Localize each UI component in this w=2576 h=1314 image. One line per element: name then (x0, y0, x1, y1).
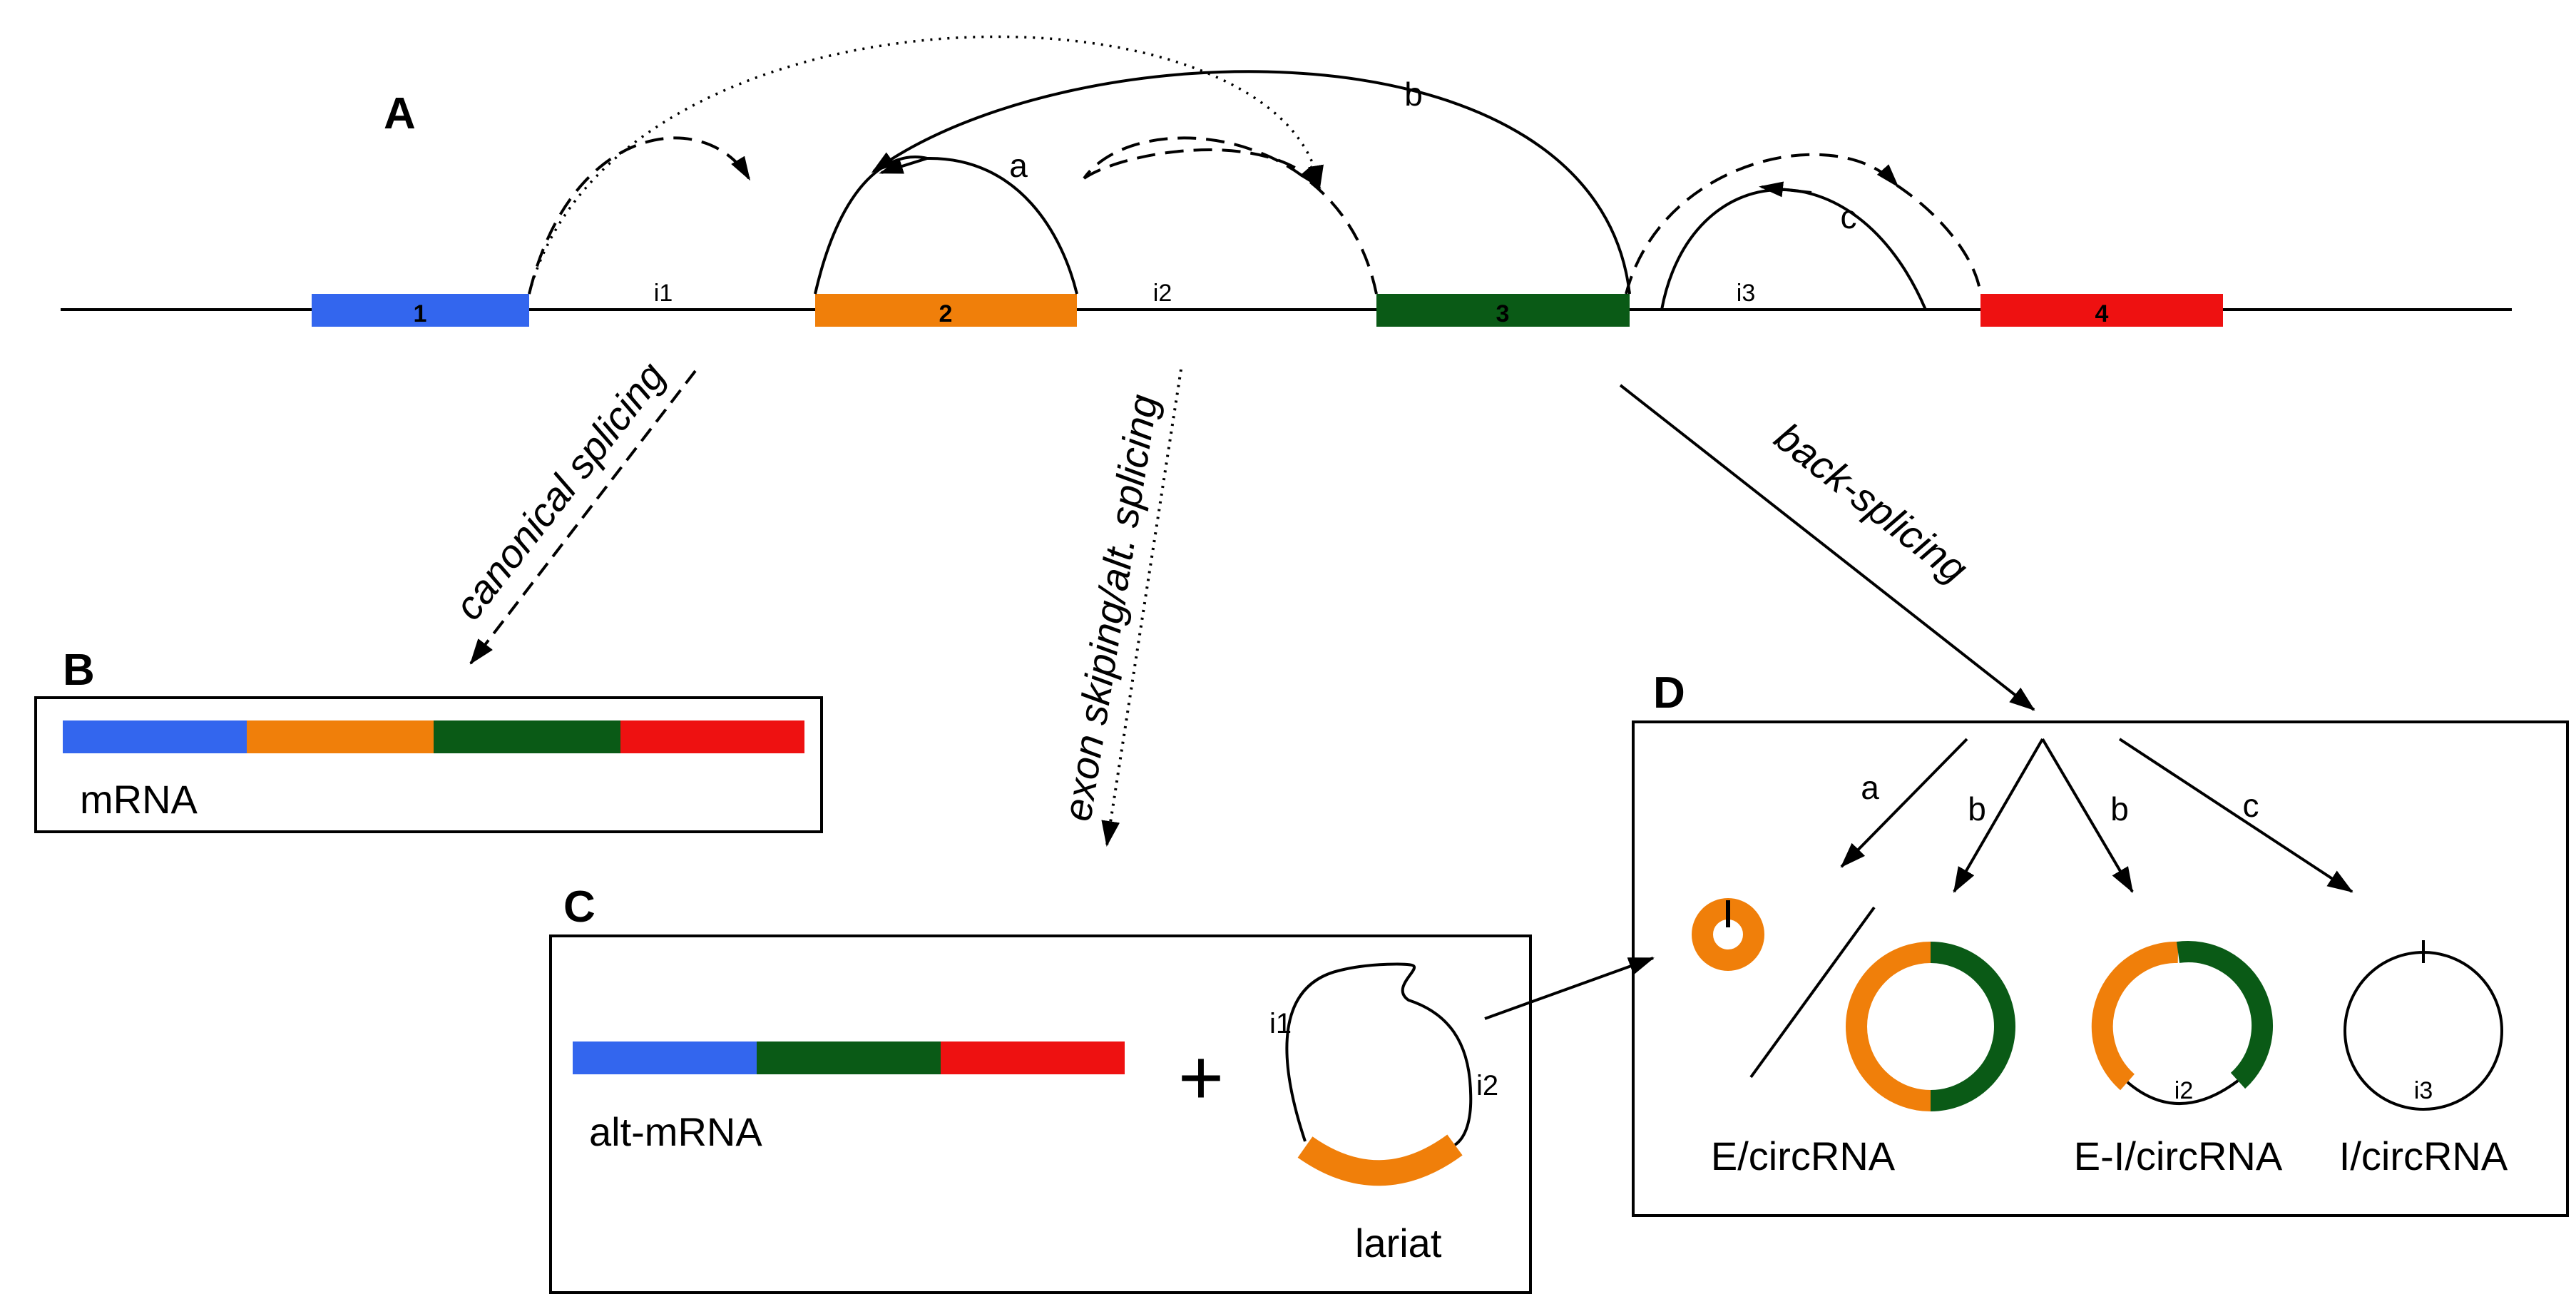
exon-3-block (1376, 294, 1630, 327)
branch-a-arrow (1840, 738, 1968, 868)
panel-label-d: D (1653, 668, 1685, 718)
back-splicing-label: back-splicing (1767, 414, 1976, 591)
canonical-arc-i3-tail (1896, 184, 1982, 295)
branch-b1-label: b (1968, 790, 1986, 827)
lariat-intron-loop (1285, 962, 1473, 1146)
exon-4-block (1980, 294, 2223, 327)
mrna-exon-4 (620, 720, 804, 753)
mrna-label: mRNA (80, 777, 198, 822)
mrna-exon-1 (63, 720, 247, 753)
eicircrna-intron-label: i2 (2174, 1077, 2193, 1104)
icircrna-intron-label: i3 (2414, 1077, 2433, 1104)
canonical-splicing-label: canonical splicing (446, 354, 674, 628)
branch-b2-label: b (2110, 790, 2129, 827)
exon-2-block (815, 294, 1077, 327)
canonical-arc-i2 (1083, 136, 1378, 295)
arc-a-label: a (1009, 147, 1028, 184)
exon-skipping-arrow (1101, 369, 1182, 847)
panel-label-c: C (563, 882, 596, 932)
ecirc-divider-slash (1749, 906, 1876, 1079)
exon-4-number: 4 (2095, 300, 2109, 327)
intron-i1-label: i1 (654, 280, 673, 307)
intron-i2-label: i2 (1153, 280, 1172, 307)
eicircrna-intron-segment (2126, 1079, 2239, 1105)
branch-a-label: a (1861, 769, 1879, 806)
alt-mrna-exon-4 (941, 1041, 1125, 1074)
panel-label-a: A (384, 89, 416, 138)
exon-1-number: 1 (414, 300, 427, 327)
eicircrna-label: E-I/circRNA (2074, 1134, 2283, 1178)
eicircrna-exon-2-arc (2091, 941, 2179, 1091)
exon-skipping-arc (528, 35, 1324, 295)
intron-i3-label: i3 (1737, 280, 1755, 307)
panel-label-b: B (63, 646, 95, 695)
branch-b2-arrow (2041, 738, 2134, 893)
canonical-splicing-arrow (469, 370, 697, 665)
backsplice-arc-b (871, 70, 1631, 295)
lariat-exon-2-segment (1297, 1134, 1463, 1186)
ecircrna-exon-3-half (1930, 942, 2015, 1111)
exon-1-block (312, 294, 529, 327)
backsplice-arc-c (1660, 188, 1927, 310)
exon-skipping-label: exon skiping/alt. splicing (1054, 392, 1166, 824)
arc-c-label: c (1841, 198, 1857, 235)
alt-mrna-exon-3 (757, 1041, 941, 1074)
mrna-exon-2 (247, 720, 434, 753)
branch-c-label: c (2243, 787, 2259, 824)
branch-c-arrow (2118, 738, 2353, 893)
panel-b-box (34, 696, 823, 833)
eicircrna-exon-3-arc (2176, 941, 2273, 1089)
panel-c-box (549, 934, 1532, 1294)
backsplice-arc-a (814, 156, 1078, 295)
lariat-to-circrna-arrow (1484, 957, 1655, 1020)
exon-3-number: 3 (1496, 300, 1510, 327)
exon-2-number: 2 (939, 300, 953, 327)
backsplice-arc-c-head (1759, 181, 1812, 198)
canonical-arc-i2-head (1083, 148, 1322, 190)
mrna-exon-3 (434, 720, 620, 753)
plus-sign: + (1178, 1034, 1224, 1121)
ecircrna-label: E/circRNA (1711, 1134, 1896, 1178)
canonical-arc-i1 (528, 136, 751, 295)
alt-mrna-label: alt-mRNA (589, 1109, 762, 1154)
back-splicing-arrow (1619, 384, 2035, 711)
alt-mrna-exon-1 (573, 1041, 757, 1074)
lariat-i2-label: i2 (1476, 1070, 1498, 1101)
icircrna-label: I/circRNA (2339, 1134, 2508, 1178)
lariat-label: lariat (1355, 1221, 1442, 1265)
ecircrna-exon-2-half (1846, 942, 1931, 1111)
arc-b-label: b (1404, 76, 1423, 113)
branch-b1-arrow (1953, 738, 2044, 893)
panel-d-box (1632, 720, 2569, 1217)
lariat-i1-label: i1 (1269, 1008, 1292, 1039)
